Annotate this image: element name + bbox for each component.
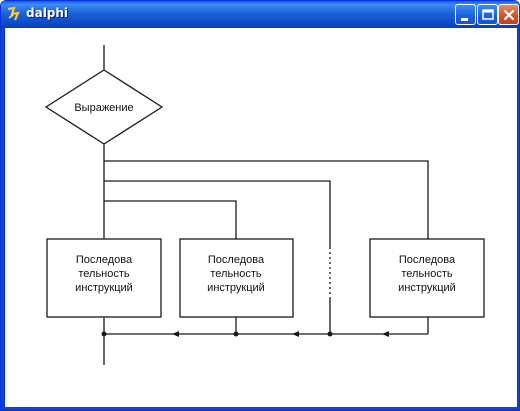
merge-arrow-3	[382, 331, 389, 337]
block-1-line-1: Последова	[76, 254, 133, 266]
branch-line-3	[104, 180, 331, 247]
block-2-line-2: тельность	[210, 268, 262, 280]
window-title: dalphi	[26, 6, 69, 20]
block-1-line-3: инструкций	[75, 282, 133, 294]
block-3-line-3: инструкций	[398, 282, 456, 294]
title-bar[interactable]: dalphi	[1, 1, 519, 28]
sequence-block-3	[369, 238, 485, 318]
maximize-icon	[482, 9, 494, 20]
minimize-icon	[461, 18, 468, 21]
maximize-button[interactable]	[477, 4, 498, 25]
junction-dot-2	[233, 331, 239, 337]
branch-line-2	[104, 200, 237, 239]
block-3-line-1: Последова	[399, 254, 456, 266]
block-3-line-2: тельность	[401, 268, 453, 280]
junction-dot-1	[101, 331, 107, 337]
block-1-line-2: тельность	[78, 268, 130, 280]
block-2-line-1: Последова	[208, 254, 265, 266]
close-button[interactable]	[498, 4, 519, 25]
close-icon	[503, 9, 515, 21]
block-2-line-3: инструкций	[207, 282, 265, 294]
decision-label: Выражение	[74, 102, 133, 114]
flowchart-diagram: Выражение Последова тельность инструкций…	[44, 45, 485, 365]
junction-dot-3	[327, 331, 333, 337]
window-frame-bottom	[1, 407, 519, 410]
merge-arrow-2	[292, 331, 299, 337]
merge-arrow-1	[172, 331, 179, 337]
minimize-button[interactable]	[455, 4, 476, 25]
sequence-block-2	[179, 238, 294, 318]
client-area: Выражение Последова тельность инструкций…	[4, 28, 518, 409]
delphi-app-icon	[7, 6, 20, 21]
branch-line-4	[104, 160, 429, 239]
window-frame-left	[1, 28, 4, 408]
